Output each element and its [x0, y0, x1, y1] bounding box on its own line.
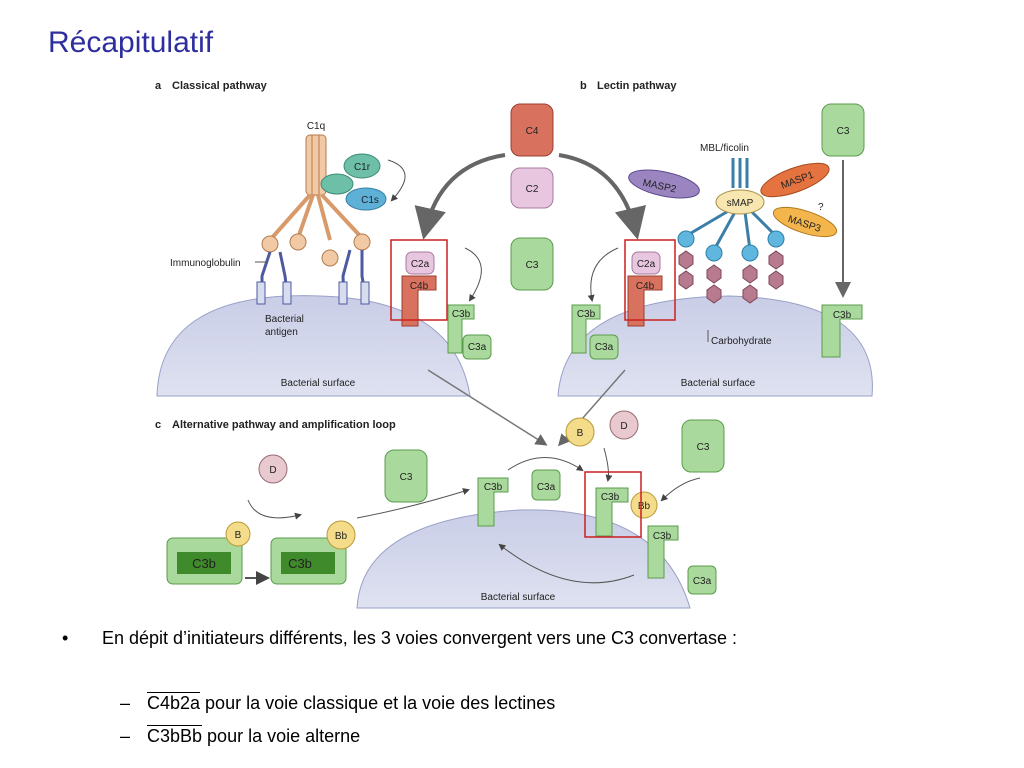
svg-text:C3b: C3b — [192, 556, 216, 571]
svg-text:C3a: C3a — [537, 482, 556, 493]
carbohydrate-label: Carbohydrate — [711, 336, 772, 347]
dash-2: – — [120, 726, 131, 746]
panel-c-label: Alternative pathway and amplification lo… — [172, 419, 396, 431]
svg-text:?: ? — [818, 202, 824, 213]
svg-text:sMAP: sMAP — [727, 198, 754, 209]
svg-text:D: D — [269, 465, 276, 476]
svg-text:C3b: C3b — [577, 309, 596, 320]
svg-text:C3b: C3b — [288, 556, 312, 571]
masp1 — [760, 162, 830, 198]
slide-title: Récapitulatif — [48, 26, 214, 59]
svg-text:B: B — [577, 428, 584, 439]
bullet-main-symbol: • — [62, 628, 69, 648]
antigens — [256, 281, 370, 305]
antigen-label-1: Bacterial — [265, 314, 304, 325]
svg-text:C1r: C1r — [354, 162, 371, 173]
c4-box — [510, 103, 554, 157]
dash-1: – — [120, 693, 131, 713]
factor-b-c — [565, 417, 595, 447]
masp2 — [628, 169, 700, 199]
surface-label-a: Bacterial surface — [281, 378, 356, 389]
complement-pathways-diagram: Bacterial surface Bacterial surface Bact… — [155, 80, 873, 609]
svg-text:C3b: C3b — [833, 310, 852, 321]
c1-complex: C1q C1r C1s — [261, 121, 406, 267]
svg-text:C3b: C3b — [452, 309, 471, 320]
factor-d-left — [258, 454, 288, 484]
panel-a-label: Classical pathway — [172, 80, 268, 92]
bullet-sub-2: C3bBb pour la voie alterne — [147, 726, 361, 746]
c2-box — [510, 167, 554, 209]
svg-text:C2: C2 — [526, 184, 539, 195]
svg-text:Bb: Bb — [638, 501, 651, 512]
surface-label-c: Bacterial surface — [481, 592, 556, 603]
panel-c-letter: c — [155, 419, 161, 431]
bullet-main: En dépit d’initiateurs différents, les 3… — [102, 628, 738, 648]
convertase-box-c — [584, 471, 642, 538]
masp3 — [772, 206, 838, 238]
svg-text:C3: C3 — [697, 442, 710, 453]
surface-label-b: Bacterial surface — [681, 378, 756, 389]
factor-b — [225, 521, 251, 547]
factor-bb — [326, 520, 356, 550]
carbohydrate-chains — [678, 250, 784, 304]
svg-text:B: B — [235, 530, 242, 541]
c3-box-b — [821, 103, 865, 157]
svg-text:C4b: C4b — [410, 281, 429, 292]
bullet-sub-1: C4b2a pour la voie classique et la voie … — [147, 693, 556, 713]
svg-text:C2a: C2a — [411, 259, 430, 270]
svg-text:C3: C3 — [400, 472, 413, 483]
svg-text:C3: C3 — [837, 126, 850, 137]
panel-b-letter: b — [580, 80, 587, 92]
antigen-label-2: antigen — [265, 327, 298, 338]
smap — [715, 189, 765, 215]
svg-text:C3: C3 — [526, 260, 539, 271]
c3-box-center — [510, 237, 554, 291]
svg-text:C1q: C1q — [307, 121, 325, 132]
svg-text:C3a: C3a — [693, 576, 712, 587]
svg-text:C3b: C3b — [484, 482, 503, 493]
convertase-term-c3bbb: C3bBb — [147, 726, 203, 746]
svg-text:C3b: C3b — [601, 492, 620, 503]
svg-text:C4: C4 — [526, 126, 539, 137]
svg-text:Bb: Bb — [335, 531, 348, 542]
c3-box-c2 — [681, 419, 725, 473]
factor-d-c — [609, 410, 639, 440]
immunoglobulin-label: Immunoglobulin — [170, 258, 241, 269]
convertase-term-c4b2a: C4b2a — [147, 693, 201, 713]
convertase-box-b — [624, 239, 676, 321]
svg-text:C1s: C1s — [361, 195, 379, 206]
svg-text:C2a: C2a — [637, 259, 656, 270]
svg-text:C3b: C3b — [653, 531, 672, 542]
convertase-box-a — [390, 239, 448, 321]
immunoglobulins — [260, 249, 368, 301]
svg-text:C3a: C3a — [468, 342, 487, 353]
panel-a-letter: a — [155, 80, 162, 92]
mbl-label: MBL/ficolin — [700, 143, 749, 154]
svg-text:C3a: C3a — [595, 342, 614, 353]
panel-b-label: Lectin pathway — [597, 80, 677, 92]
c3-box-c — [384, 449, 428, 503]
svg-text:C4b: C4b — [636, 281, 655, 292]
svg-text:D: D — [620, 421, 627, 432]
